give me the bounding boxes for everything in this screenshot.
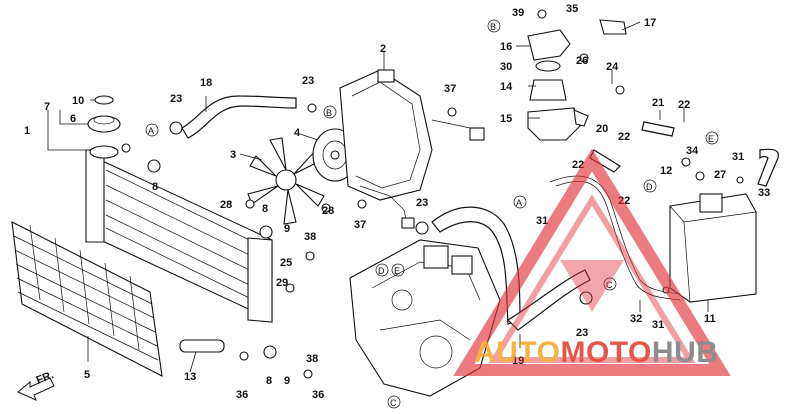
hose-small-21 [641,121,675,137]
svg-text:D: D [646,182,653,192]
ref-c-1: C [603,277,617,291]
callout-27: 27 [714,169,726,181]
callout-23-d: 23 [576,327,588,339]
engine-block [349,239,501,397]
hose-small-33 [757,148,779,187]
callout-28-b: 28 [322,205,334,217]
callout-22-a: 22 [678,99,690,111]
callout-35: 35 [566,3,578,15]
svg-text:E: E [708,134,714,144]
callout-34: 34 [686,145,699,157]
thermostat-assembly [527,19,627,141]
callout-6: 6 [70,113,76,125]
callout-14: 14 [500,81,513,93]
ref-b-1: B [323,105,337,119]
callout-22-b: 22 [618,131,630,143]
callout-37-a: 37 [444,83,456,95]
callout-13: 13 [184,371,196,383]
svg-text:A: A [516,198,522,208]
callout-38-b: 38 [306,353,318,365]
callout-39: 39 [512,7,524,19]
callout-29: 29 [276,277,288,289]
svg-text:C: C [606,280,613,290]
radiator-grille [11,221,163,377]
ref-b-2: B [487,19,501,33]
callout-28-a: 28 [220,199,232,211]
callout-31-b: 31 [732,151,744,163]
callout-9-a: 9 [284,223,290,235]
callout-15: 15 [500,113,512,125]
callout-8-c: 8 [266,375,272,387]
callout-8-b: 8 [262,203,268,215]
callout-25: 25 [280,257,292,269]
callout-38-a: 38 [304,231,316,243]
callout-2: 2 [380,43,386,55]
svg-text:B: B [326,108,332,118]
callout-31-c: 31 [652,319,664,331]
callout-30: 30 [500,61,512,73]
callout-20: 20 [596,123,608,135]
radiator [85,143,273,323]
front-direction-arrow: FR. [17,369,56,401]
svg-text:D: D [378,266,385,276]
svg-text:E: E [394,266,400,276]
reference-letters: A B D E B E D A C C [145,19,719,409]
hose-lower-2 [507,269,591,331]
watermark-text: AUTOMOTOHUB [474,336,718,369]
callout-1: 1 [24,125,30,137]
callout-numbers: 1 7 6 10 2 3 4 5 8 8 8 9 9 11 12 13 14 1… [24,3,770,401]
svg-text:A: A [148,126,154,136]
callout-11: 11 [704,313,716,325]
leader-lines [47,21,709,373]
hose-upper [181,95,297,139]
radiator-cap [87,95,121,133]
callout-31-a: 31 [536,215,548,227]
watermark-triangle [453,148,731,376]
callout-12: 12 [660,165,672,177]
callout-33: 33 [758,187,770,199]
callout-23-c: 23 [416,197,428,209]
callout-24: 24 [606,61,619,73]
callout-10: 10 [72,95,84,107]
ref-a-2: A [513,195,527,209]
callout-18: 18 [200,77,212,89]
callout-8-a: 8 [152,181,158,193]
fan-shroud [339,69,485,229]
fasteners [147,9,744,379]
cooling-fan [247,137,325,225]
callout-3: 3 [230,149,236,161]
callout-37-b: 37 [354,219,366,231]
callout-7: 7 [44,101,50,113]
callout-5: 5 [84,369,90,381]
callout-36-a: 36 [236,389,248,401]
reserve-tank [669,193,757,303]
ref-d-1: D [375,263,389,277]
ref-d-2: D [643,179,657,193]
automotohub-watermark: AUTOMOTOHUB [453,148,731,376]
callout-21: 21 [652,97,664,109]
ref-a-1: A [145,123,159,137]
callout-4: 4 [294,127,301,139]
callout-23-a: 23 [170,93,182,105]
ref-c-2: C [387,395,401,409]
callout-17: 17 [644,17,656,29]
ref-e-1: E [391,263,405,277]
callout-16: 16 [500,41,512,53]
callout-23-b: 23 [302,75,314,87]
ref-e-2: E [705,131,719,145]
svg-text:C: C [390,398,397,408]
callout-26: 26 [576,55,588,67]
callout-32: 32 [630,313,642,325]
overflow-tube [555,180,681,301]
callout-36-b: 36 [312,389,324,401]
callout-9-b: 9 [284,375,290,387]
svg-text:B: B [490,22,496,32]
